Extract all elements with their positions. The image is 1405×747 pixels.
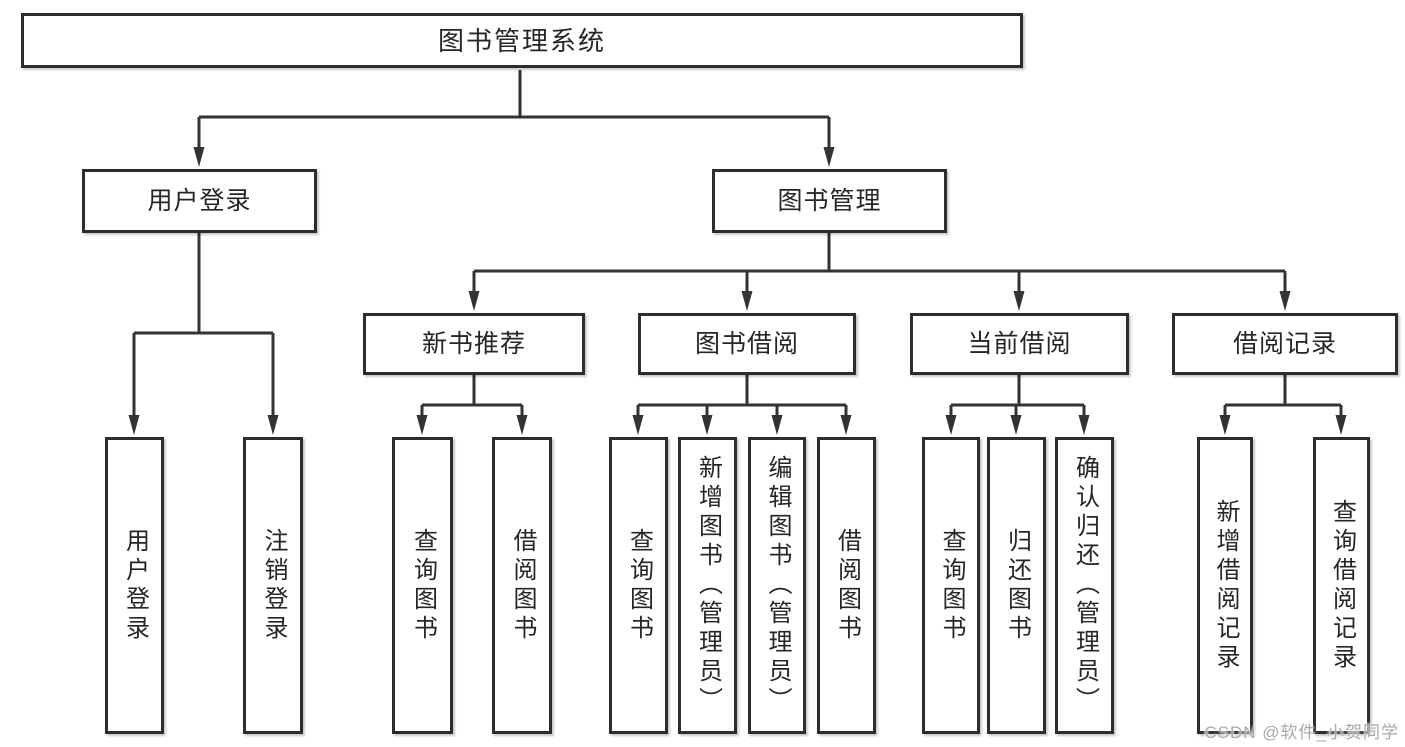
node-label: 新增借阅记录 <box>1212 498 1239 673</box>
node-leaf-edit-book-admin: 编辑图书（管理员） <box>748 437 806 734</box>
node-leaf-borrow-books-2: 借阅图书 <box>817 437 876 734</box>
node-label: 借阅图书 <box>833 527 861 644</box>
node-label: 借阅记录 <box>1232 329 1337 358</box>
node-label: 图书管理系统 <box>437 25 606 56</box>
connector-arrowheads <box>128 147 1347 435</box>
node-current-borrow: 当前借阅 <box>910 313 1129 375</box>
node-label: 确认归还（管理员） <box>1071 455 1099 716</box>
node-leaf-add-book-admin: 新增图书（管理员） <box>678 437 737 734</box>
node-library-management-system: 图书管理系统 <box>21 13 1023 68</box>
node-leaf-logout: 注销登录 <box>243 437 303 734</box>
node-label: 查询图书 <box>625 527 653 644</box>
csdn-watermark: CSDN @软件_小贺同学 <box>1204 723 1399 742</box>
node-label: 查询图书 <box>409 527 437 644</box>
node-label: 当前借阅 <box>967 329 1072 358</box>
node-label: 编辑图书（管理员） <box>764 455 791 716</box>
node-book-borrow: 图书借阅 <box>638 313 856 375</box>
node-label: 注销登录 <box>260 527 287 644</box>
node-label: 图书管理 <box>777 186 882 215</box>
node-leaf-query-books-3: 查询图书 <box>922 437 980 734</box>
node-book-management: 图书管理 <box>712 169 947 233</box>
node-leaf-confirm-return-admin: 确认归还（管理员） <box>1055 437 1114 734</box>
node-new-book-recommend: 新书推荐 <box>363 313 585 375</box>
node-label: 图书借阅 <box>694 329 799 358</box>
node-user-login: 用户登录 <box>82 169 317 233</box>
node-label: 新增图书（管理员） <box>694 455 722 716</box>
node-label: 新书推荐 <box>421 329 526 358</box>
node-label: 借阅图书 <box>509 527 536 644</box>
node-borrow-records: 借阅记录 <box>1172 313 1398 375</box>
node-leaf-user-login: 用户登录 <box>105 437 164 734</box>
node-leaf-add-borrow-record: 新增借阅记录 <box>1197 437 1253 734</box>
node-label: 查询图书 <box>938 527 965 644</box>
node-leaf-borrow-books-1: 借阅图书 <box>492 437 552 734</box>
node-label: 用户登录 <box>121 527 149 644</box>
node-leaf-query-books-2: 查询图书 <box>609 437 668 734</box>
node-leaf-query-borrow-record: 查询借阅记录 <box>1313 437 1370 734</box>
connector-paths <box>132 70 1343 418</box>
node-leaf-query-books-1: 查询图书 <box>392 437 453 734</box>
node-leaf-return-book: 归还图书 <box>987 437 1046 734</box>
node-label: 查询借阅记录 <box>1328 498 1356 673</box>
node-label: 归还图书 <box>1003 527 1031 644</box>
node-label: 用户登录 <box>147 186 252 215</box>
